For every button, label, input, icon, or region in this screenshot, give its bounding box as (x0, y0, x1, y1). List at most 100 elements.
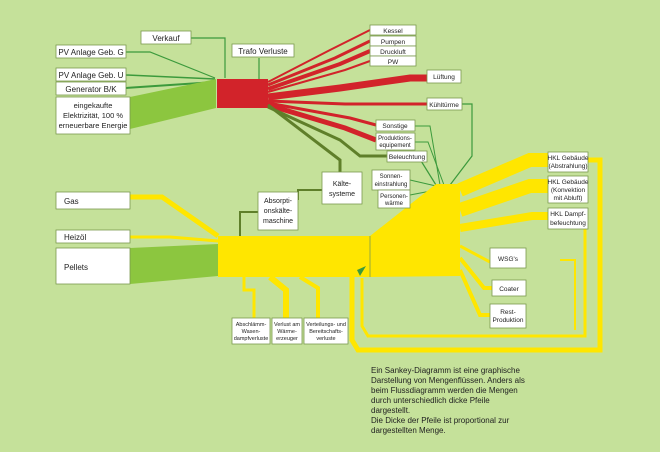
hkl-abstrahlung-label-1: HKL Gebäude (548, 155, 589, 162)
electricity-flows (125, 29, 473, 200)
hkl-konvektion-label-3: mit Abluft) (554, 195, 583, 202)
flow-eingekaufte (130, 79, 216, 129)
flow-to-druckluft (267, 49, 371, 91)
flow-sonnen-heat (409, 179, 437, 187)
verteilungs-box: Verteilungs- und Bereitschafts- verluste (303, 317, 349, 345)
rest-label-1: Rest- (500, 309, 516, 316)
personen-label-1: Personen- (380, 194, 408, 200)
flow-verlust-waerme (268, 274, 289, 318)
gas-label: Gas (64, 197, 79, 206)
flow-heat-widening (370, 184, 460, 277)
hkl-konvektion-box: HKL Gebäude (Konvektion mit Abluft) (548, 175, 589, 204)
hkl-dampf-label-2: befeuchtung (550, 220, 586, 227)
produktion-box: Produktions- equipement (375, 132, 416, 151)
pv-anlage-u-label: PV Anlage Geb. U (59, 71, 124, 80)
verteilungs-label-3: verluste (316, 336, 335, 342)
kuehltuerme-label: Kühltürme (429, 102, 459, 109)
flow-heat-main (218, 236, 370, 277)
eingekaufte-label-1: eingekaufte (74, 101, 113, 110)
abschlaemm-label-2: Wasen- (242, 329, 261, 335)
description-line-2: Darstellung von Mengenflüssen. Anders al… (371, 376, 525, 385)
hkl-konvektion-label-1: HKL Gebäude (548, 179, 589, 186)
lueftung-label: Lüftung (433, 74, 455, 81)
absorption-label-3: maschine (263, 218, 293, 225)
coater-label: Coater (499, 286, 519, 293)
flow-to-rest (458, 269, 490, 317)
flow-to-pumpen (267, 39, 371, 87)
personen-label-2: wärme (384, 201, 404, 207)
description-text: Ein Sankey-Diagramm ist eine graphische … (371, 366, 531, 436)
abschlaemm-label-3: dampfverluste (234, 336, 269, 342)
description-line-6: dargestellten Menge. (371, 426, 446, 435)
lueftung-box: Lüftung (426, 69, 462, 84)
heat-flows (130, 153, 603, 353)
flow-absorption-to-main (239, 211, 258, 236)
verteilungs-label-1: Verteilungs- und (306, 322, 346, 328)
trafo-box: Trafo Verluste (231, 43, 295, 58)
flow-abschlaemm (242, 277, 256, 318)
rest-box: Rest- Produktion (489, 303, 527, 329)
kaelte-label-2: systeme (329, 191, 355, 198)
beleuchtung-label: Beleuchtung (389, 154, 426, 161)
description-line-1: Ein Sankey-Diagramm ist eine graphische (371, 366, 520, 375)
wsg-label: WSG's (498, 256, 519, 263)
flow-to-wsg (459, 244, 491, 264)
hkl-abstrahlung-label-2: (Abstrahlung) (548, 163, 587, 170)
rest-label-2: Produktion (492, 317, 523, 324)
flow-electricity-main (217, 79, 268, 108)
flow-to-kaelte (267, 103, 342, 172)
flow-production-return (560, 259, 576, 330)
flow-to-hkl-konvektion (457, 179, 548, 217)
abschlaemm-box: Abschlämm- Wasen- dampfverluste (231, 317, 271, 345)
hkl-dampf-box: HKL Dampf- befeuchtung (547, 207, 589, 230)
absorption-label-1: Absorpti- (264, 198, 293, 205)
verteilungs-label-2: Bereitschafts- (309, 329, 343, 335)
flow-heizoel (130, 235, 219, 243)
druckluft-box: Druckluft (369, 45, 417, 57)
abschlaemm-label-1: Abschlämm- (236, 322, 267, 328)
pv-anlage-g-box: PV Anlage Geb. G (55, 44, 127, 59)
absorption-label-2: onskälte- (264, 208, 293, 215)
eingekaufte-label-2: Elektrizität, 100 % (63, 111, 123, 120)
flow-to-hkl-dampf (459, 212, 548, 232)
flow-to-kessel (267, 29, 371, 83)
absorption-box: Absorpti- onskälte- maschine (257, 191, 299, 231)
flow-pv-g (126, 51, 216, 79)
description-line-3: beim Flussdiagramm werden die Mengen (371, 386, 518, 395)
sonstige-label: Sonstige (382, 123, 408, 130)
gas-box: Gas (55, 191, 131, 210)
description-line-4: durch unterschiedlich dicke Pfeile darge… (371, 396, 490, 415)
flow-to-lueftung (267, 74, 427, 101)
eingekaufte-box: eingekaufte Elektrizität, 100 % erneuerb… (55, 96, 131, 135)
flow-return-outer (349, 157, 603, 353)
sonnen-label-1: Sonnen- (380, 174, 403, 180)
heizoel-box: Heizöl (55, 229, 131, 244)
flow-to-coater (458, 256, 492, 290)
coater-box: Coater (491, 279, 527, 297)
eingekaufte-label-3: erneuerbare Energie (59, 121, 128, 130)
produktion-label-2: equipement (379, 143, 411, 149)
druckluft-label: Druckluft (380, 49, 406, 56)
kaelte-label-1: Kälte- (333, 181, 352, 188)
verlust-waerme-label-1: Verlust am (274, 322, 300, 328)
verlust-waerme-box: Verlust am Wärme- erzeuger (271, 317, 303, 345)
flow-gas (130, 194, 220, 239)
pumpen-label: Pumpen (381, 39, 406, 46)
pv-anlage-g-label: PV Anlage Geb. G (58, 48, 123, 57)
flow-pv-u (125, 74, 216, 80)
pw-label: PW (388, 59, 399, 66)
beleuchtung-box: Beleuchtung (386, 150, 428, 163)
flow-kuehl-heat (449, 103, 473, 186)
flow-to-pw (267, 60, 371, 93)
description-line-5: Die Dicke der Pfeile ist proportional zu… (371, 416, 510, 425)
kaelte-box: Kälte- systeme (321, 171, 363, 205)
flow-verkauf (191, 37, 226, 78)
flow-to-hkl-abstrahlung (457, 153, 548, 197)
flow-to-produktion (267, 102, 377, 143)
flow-produktion-heat (415, 141, 445, 186)
generator-box: Generator B/K (55, 81, 127, 96)
flow-to-sonstige (267, 101, 377, 127)
kessel-box: Kessel (369, 24, 417, 36)
